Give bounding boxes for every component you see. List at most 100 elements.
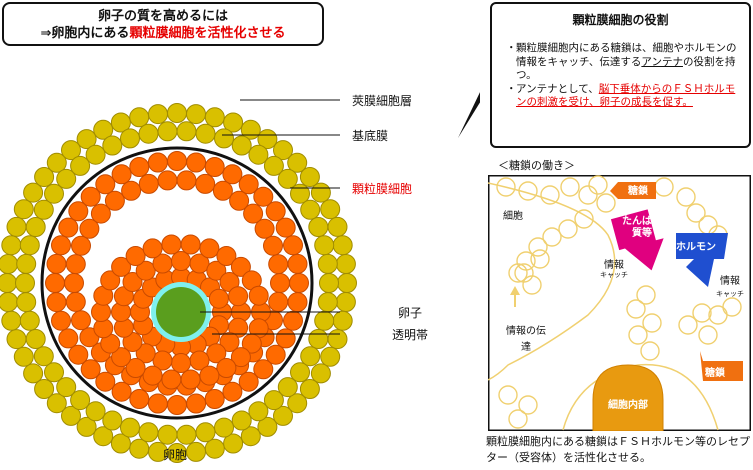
granulosa-cell bbox=[243, 203, 264, 224]
theca-cell bbox=[319, 273, 339, 293]
theca-cell bbox=[263, 155, 284, 176]
sugar-chain-circle bbox=[698, 325, 718, 345]
theca-cell bbox=[102, 410, 123, 431]
cumulus-cell bbox=[206, 260, 227, 281]
protein-arrow bbox=[610, 209, 664, 271]
granulosa-cell bbox=[186, 152, 207, 173]
granulosa-cell bbox=[64, 273, 84, 293]
title-line2-prefix: ⇒卵胞内にある bbox=[40, 26, 130, 41]
cumulus-cell bbox=[228, 286, 249, 307]
theca-cell bbox=[231, 410, 252, 431]
granulosa-cell bbox=[253, 186, 274, 207]
cumulus-cell bbox=[125, 246, 146, 266]
theca-cell bbox=[320, 346, 341, 367]
catch-left: キャッチ bbox=[600, 271, 628, 279]
granulosa-cell bbox=[204, 389, 225, 409]
info-catch-right: 情報 bbox=[720, 276, 740, 287]
granulosa-cell bbox=[104, 190, 125, 211]
sugar-tag-bottom: 糖鎖 bbox=[705, 368, 725, 379]
granulosa-cell bbox=[79, 218, 100, 239]
cumulus-cell bbox=[189, 253, 210, 274]
granulosa-cell bbox=[287, 253, 308, 274]
sugar-chain-circle bbox=[596, 193, 616, 213]
role-list: ・ 顆粒膜細胞内にある糖鎖は、細胞やホルモンの情報をキャッチ、伝達するアンテナの… bbox=[506, 42, 741, 110]
granulosa-cell bbox=[46, 292, 67, 313]
theca-cell bbox=[70, 155, 91, 176]
cell-membrane-left bbox=[488, 182, 616, 381]
sugar-chain-circle bbox=[722, 297, 742, 317]
cumulus-cell bbox=[161, 234, 182, 255]
theca-cell bbox=[13, 199, 34, 220]
theca-cell bbox=[248, 144, 269, 165]
cumulus-cell bbox=[180, 369, 201, 390]
role-bullet2-red: 脳下垂体からのＦＳＨホルモンの刺激を受け、卵子の成長を促す。 bbox=[516, 82, 736, 109]
sugar-chain-diagram bbox=[488, 175, 751, 431]
theca-cell bbox=[299, 167, 320, 187]
theca-cell bbox=[167, 103, 187, 123]
theca-cell bbox=[337, 273, 357, 293]
granulosa-cell bbox=[147, 393, 168, 414]
theca-cell bbox=[176, 424, 197, 445]
theca-cell bbox=[110, 433, 131, 454]
theca-cell bbox=[0, 273, 17, 293]
theca-cell bbox=[186, 104, 206, 125]
cumulus-cell bbox=[216, 246, 237, 266]
granulosa-cell bbox=[68, 344, 89, 365]
theca-cell bbox=[148, 104, 168, 125]
sugar-tag-bottom-shape bbox=[700, 351, 743, 381]
cumulus-cell bbox=[135, 343, 156, 364]
sugar-chain-circle bbox=[498, 385, 518, 405]
theca-cell bbox=[23, 182, 44, 203]
granulosa-cell bbox=[275, 328, 296, 349]
theca-cell bbox=[231, 135, 252, 156]
role-box: 顆粒膜細胞の役割 ・ 顆粒膜細胞内にある糖鎖は、細胞やホルモンの情報をキャッチ、… bbox=[490, 2, 751, 148]
theca-cell bbox=[317, 253, 338, 274]
theca-cell bbox=[317, 292, 338, 313]
sugar-chain-circle bbox=[496, 177, 516, 197]
cumulus-cells bbox=[91, 234, 271, 390]
theca-cell bbox=[61, 405, 81, 426]
theca-cell bbox=[6, 216, 27, 237]
theca-cell bbox=[277, 168, 298, 189]
granulosa-cell bbox=[58, 217, 79, 238]
sugar-chain-circle bbox=[678, 315, 698, 335]
sugar-tag-top-shape bbox=[610, 182, 656, 199]
granulosa-cell bbox=[111, 381, 132, 402]
theca-cell bbox=[138, 123, 159, 144]
theca-cell bbox=[120, 417, 140, 438]
theca-cell bbox=[314, 235, 335, 256]
info-catch-left: 情報 bbox=[604, 260, 624, 271]
label-follicle: 卵胞 bbox=[163, 448, 188, 462]
sugar-chain-circle bbox=[508, 263, 528, 283]
theca-cell bbox=[46, 152, 67, 173]
granulosa-cell bbox=[95, 174, 116, 195]
theca-cell bbox=[310, 363, 331, 384]
cumulus-cell bbox=[100, 270, 121, 291]
title-line2: ⇒卵胞内にある顆粒膜細胞を活性化させる bbox=[4, 25, 322, 42]
granulosa-cell bbox=[204, 157, 225, 177]
sugar-chain-circle bbox=[676, 187, 696, 207]
theca-cell bbox=[34, 167, 55, 187]
theca-cell bbox=[61, 140, 81, 161]
cumulus-cell bbox=[142, 238, 163, 259]
theca-cell bbox=[85, 144, 106, 165]
sugar-chain-circle bbox=[642, 313, 662, 333]
cumulus-cell bbox=[122, 272, 143, 292]
granulosa-cell bbox=[147, 152, 168, 173]
theca-cell bbox=[13, 346, 34, 367]
label-zona: 透明帯 bbox=[392, 328, 429, 342]
granulosa-cell bbox=[265, 201, 286, 222]
granulosa-cell bbox=[263, 235, 283, 256]
sugar-chain-circle bbox=[626, 299, 646, 319]
granulosa-cell bbox=[283, 310, 303, 331]
sugar-tag-top: 糖鎖 bbox=[628, 186, 648, 197]
theca-cell bbox=[287, 393, 308, 414]
role-title: 顆粒膜細胞の役割 bbox=[572, 13, 669, 27]
granulosa-cell bbox=[46, 253, 67, 274]
theca-cell bbox=[33, 346, 54, 367]
theca-cell bbox=[248, 401, 269, 422]
theca-cell bbox=[186, 441, 206, 462]
granulosa-cell bbox=[238, 174, 259, 195]
sugar-chain-circle bbox=[640, 341, 660, 361]
theca-cell bbox=[1, 235, 22, 256]
